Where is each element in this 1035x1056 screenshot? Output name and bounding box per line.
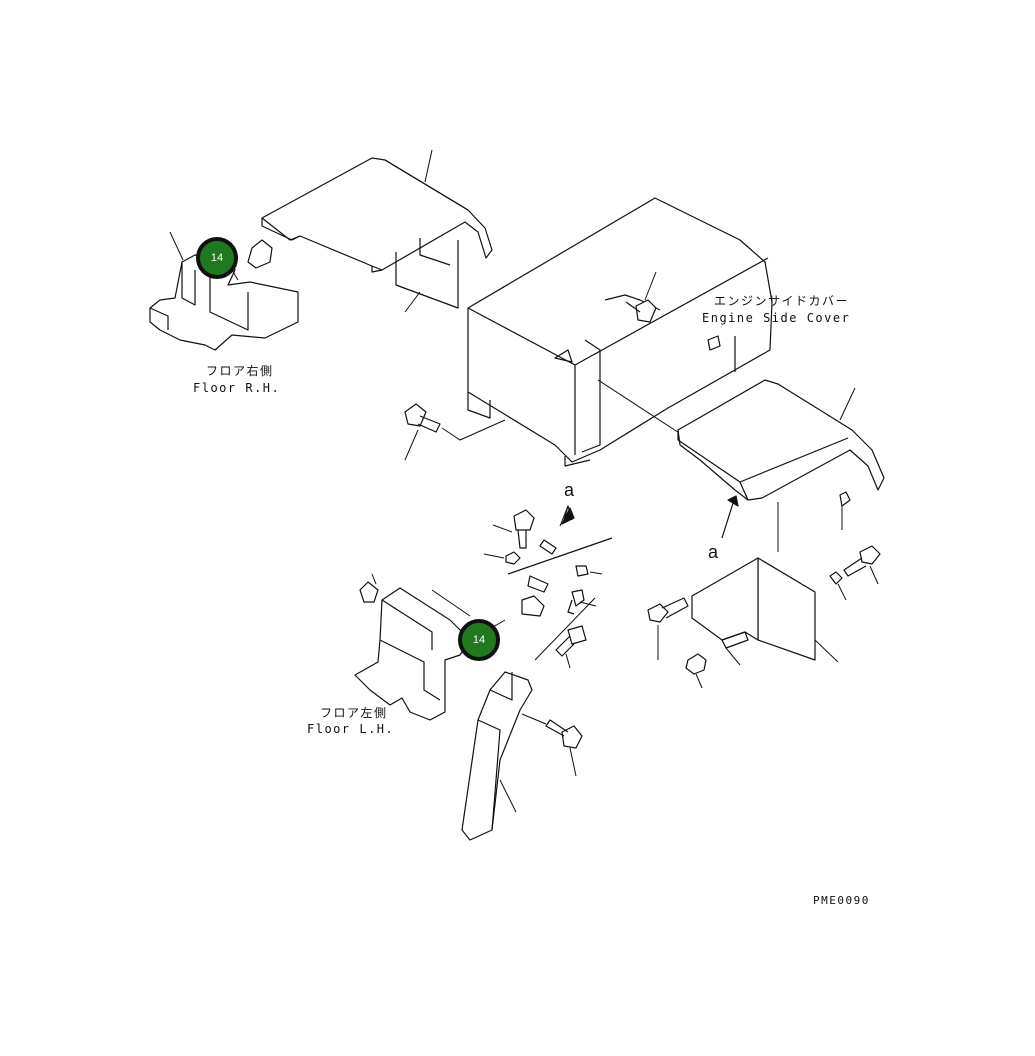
floor-rh-part [149, 231, 299, 351]
callout-marker-floor-rh[interactable]: 14 [196, 237, 238, 279]
floor-rh-label-jp: フロア右側 [206, 364, 274, 378]
bolts-center [404, 271, 657, 461]
pillar-part [461, 671, 533, 841]
callout-marker-floor-lh[interactable]: 14 [458, 619, 500, 661]
right-fender-cover [677, 379, 885, 552]
floor-lh-label-jp: フロア左側 [320, 706, 388, 720]
engine-cover-label-en: Engine Side Cover [702, 311, 851, 325]
bracket-hardware [483, 505, 613, 669]
view-marker-bottom: a [708, 542, 719, 562]
side-plate-part [691, 557, 839, 666]
engine-cover-label-jp: エンジンサイドカバー [714, 294, 850, 308]
view-marker-top: a [564, 480, 575, 500]
floor-lh-part [354, 573, 471, 721]
engine-side-cover-part [467, 197, 773, 467]
drawing-code: PME0090 [813, 894, 870, 907]
view-arrows [561, 495, 739, 539]
floor-rh-label-en: Floor R.H. [193, 381, 281, 395]
floor-lh-label-en: Floor L.H. [307, 722, 395, 736]
top-fender-cover [261, 149, 493, 313]
bolts-right [647, 545, 881, 689]
pillar-bolt [521, 713, 583, 777]
